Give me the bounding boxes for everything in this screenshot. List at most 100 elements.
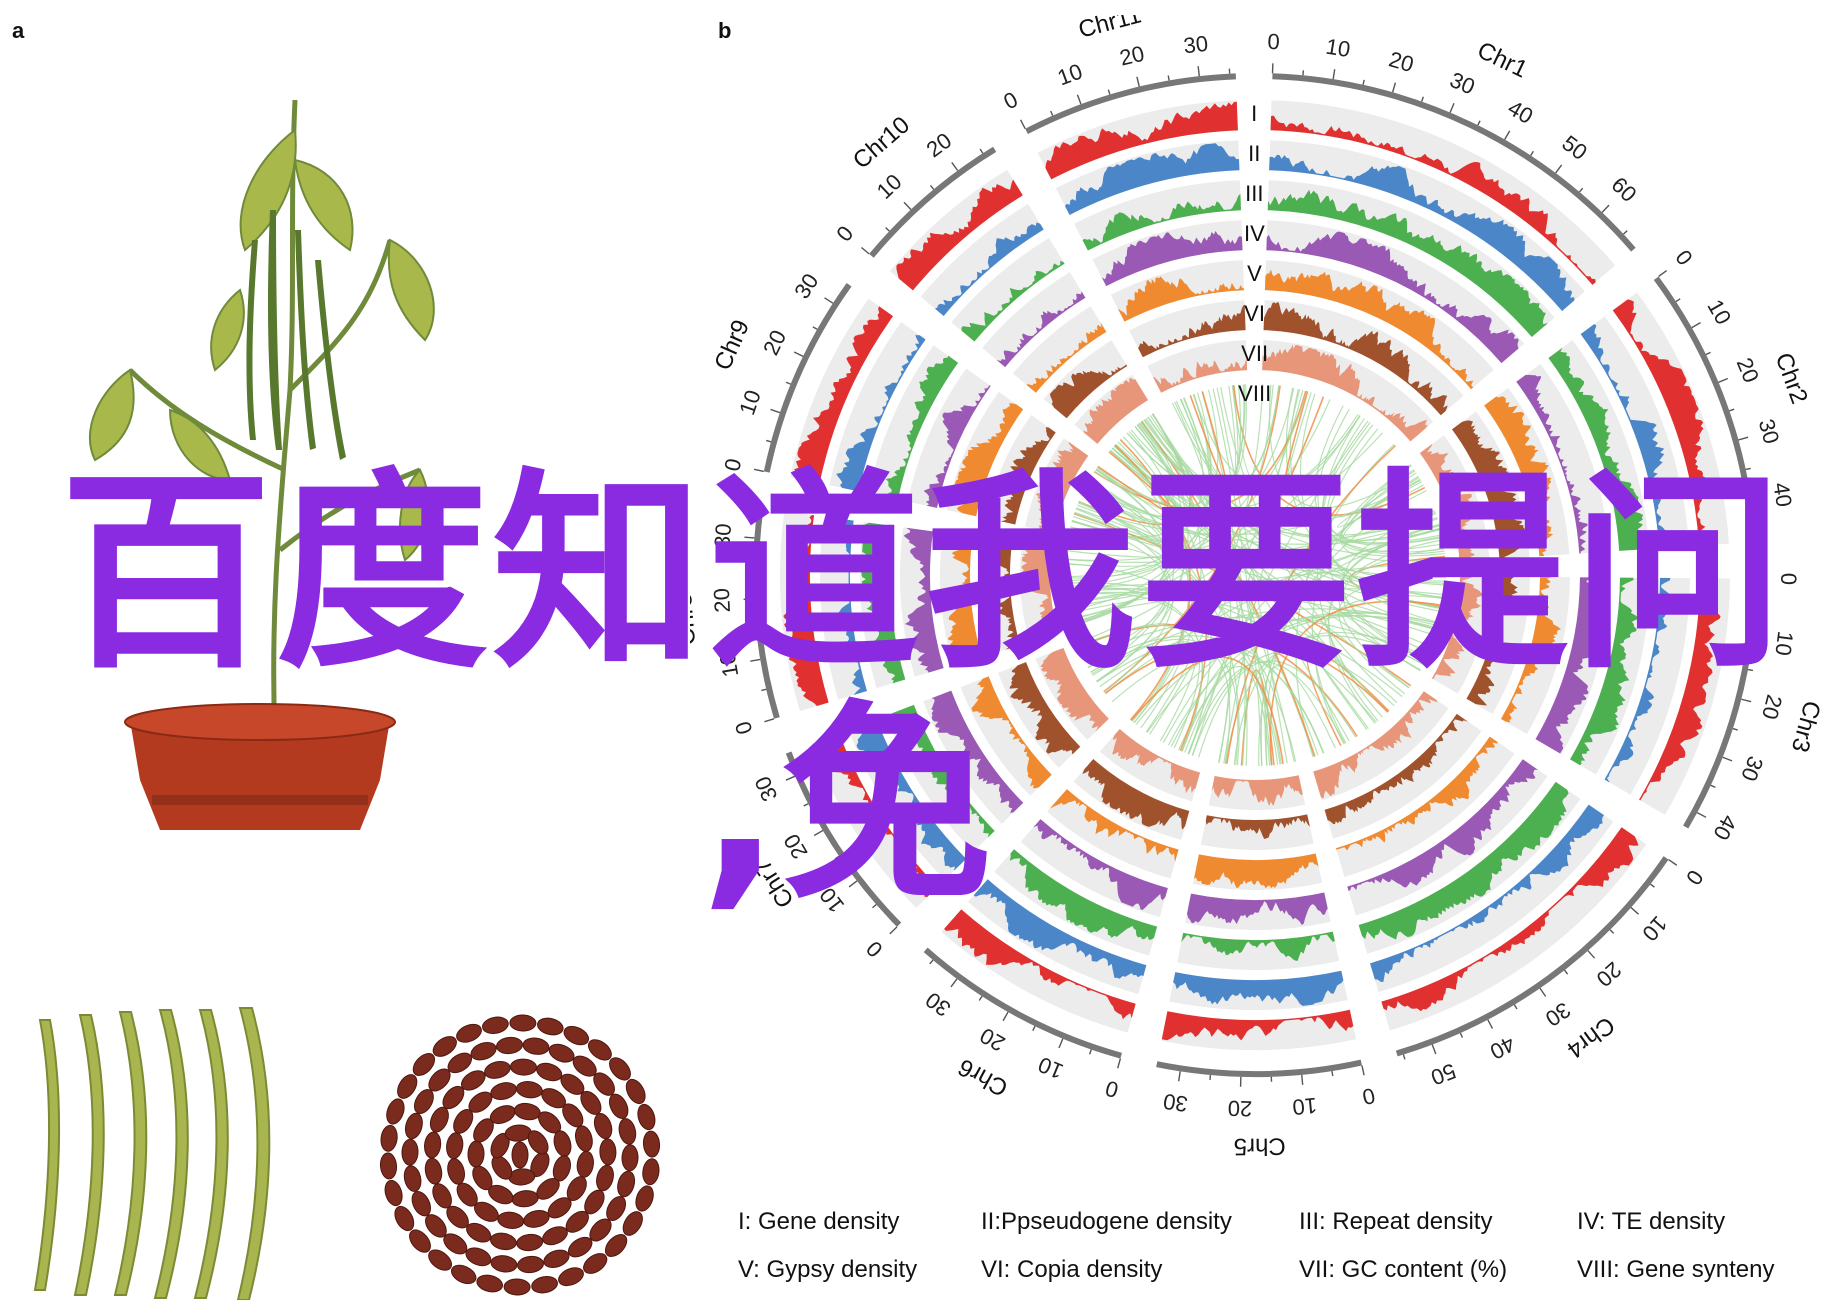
axis-tick (1609, 929, 1615, 934)
bean-seed (386, 1098, 405, 1125)
tick-label: 30 (1736, 753, 1768, 785)
track-label: VII (1241, 341, 1268, 366)
tick-label: 0 (1776, 573, 1801, 585)
tick-label: 30 (1182, 31, 1209, 59)
bean-seed (609, 1093, 629, 1119)
synteny-link (1192, 394, 1361, 491)
green-bean-pods-photo (33, 1007, 271, 1300)
bean-seed (589, 1218, 612, 1242)
density-histogram (953, 403, 1024, 517)
density-histogram (1026, 322, 1107, 393)
density-histogram (1313, 691, 1438, 799)
axis-tick (885, 227, 890, 232)
density-histogram (1570, 577, 1640, 766)
chromosome-arc (923, 947, 1122, 1059)
tick-label: 0 (1267, 29, 1280, 54)
synteny-link (1074, 507, 1166, 544)
density-histogram (1065, 143, 1240, 215)
axis-tick (750, 658, 761, 662)
density-histogram (1419, 443, 1478, 562)
axis-tick (1668, 859, 1678, 866)
density-histogram (1335, 736, 1498, 851)
bean-seed (516, 1233, 544, 1252)
axis-tick (872, 903, 877, 909)
axis-tick (889, 926, 898, 935)
synteny-link (1074, 512, 1297, 762)
bean-seed (496, 1036, 523, 1055)
bean-seed (397, 1074, 418, 1099)
tick-label: 40 (1486, 1031, 1519, 1065)
tick-label: 20 (1592, 957, 1627, 992)
density-histogram (836, 335, 926, 492)
bean-seed (490, 1082, 517, 1100)
axis-tick (1197, 66, 1200, 77)
tick-label: 0 (831, 221, 858, 246)
bean-seed (609, 1057, 631, 1081)
axis-tick (793, 351, 804, 357)
density-histogram (1194, 853, 1319, 889)
chromosome-label: Chr2 (1770, 349, 1813, 407)
bean-seed (599, 1138, 617, 1166)
bean-seed (575, 1125, 593, 1152)
legend-gene-synteny: VIII: Gene synteny (1577, 1256, 1775, 1283)
density-histogram (1500, 577, 1561, 723)
legend-te-density: IV: TE density (1577, 1208, 1726, 1235)
bean-seed (542, 1226, 568, 1246)
tick-label: 10 (734, 387, 766, 418)
bean-seed (642, 1130, 661, 1158)
chromosome-arc (763, 283, 852, 473)
synteny-link (1067, 560, 1446, 614)
bean-seed (558, 1267, 584, 1287)
density-histogram (1021, 543, 1059, 639)
bean-seed (446, 1205, 469, 1229)
axis-tick (765, 439, 772, 443)
synteny-link (1109, 450, 1190, 722)
bean-seed (379, 1152, 398, 1180)
axis-tick (1391, 82, 1397, 93)
synteny-link (1140, 413, 1202, 729)
density-histogram (1082, 193, 1241, 251)
synteny-link (1086, 483, 1446, 579)
synteny-link (1083, 616, 1427, 661)
axis-tick (1136, 76, 1140, 87)
bean-seed (576, 1150, 594, 1178)
bean-seed (424, 1131, 442, 1159)
chromosome-label: Chr9 (709, 316, 755, 374)
synteny-link (1064, 510, 1436, 564)
track-label: III (1245, 181, 1263, 206)
bean-seed (523, 1210, 550, 1228)
chromosome-arc (1156, 1059, 1362, 1077)
bean-seed (606, 1195, 627, 1222)
tick-label: 20 (1227, 1096, 1252, 1122)
axis-tick (1564, 969, 1569, 975)
synteny-link (1064, 586, 1203, 752)
bean-seed (536, 1062, 563, 1082)
axis-tick (1741, 698, 1752, 703)
axis-tick (951, 162, 959, 171)
synteny-link (1170, 527, 1441, 747)
axis-tick (903, 201, 912, 210)
axis-tick (1332, 69, 1336, 80)
bean-seed (411, 1191, 431, 1217)
axis-tick (1088, 1049, 1092, 1055)
synteny-link (1317, 428, 1383, 718)
axis-tick (1058, 1038, 1064, 1049)
bean-seed (413, 1088, 434, 1115)
chromosome-arc (869, 146, 997, 258)
bean-seed (517, 1255, 544, 1274)
tick-label: 20 (1386, 46, 1416, 77)
density-histogram (1082, 759, 1190, 830)
bean-seed (503, 1278, 531, 1296)
bean-seed (428, 1068, 451, 1092)
synteny-link (1212, 388, 1263, 766)
bean-seed (522, 1037, 550, 1055)
tick-label: 30 (1541, 997, 1575, 1031)
bean-seed (446, 1132, 464, 1160)
bean-seed (412, 1053, 436, 1076)
axis-tick (1449, 102, 1455, 113)
bean-seed (513, 1102, 541, 1121)
track-background (982, 272, 1086, 368)
density-histogram (1040, 647, 1109, 732)
chromosome-arc (785, 751, 902, 927)
synteny-link (1201, 391, 1246, 766)
